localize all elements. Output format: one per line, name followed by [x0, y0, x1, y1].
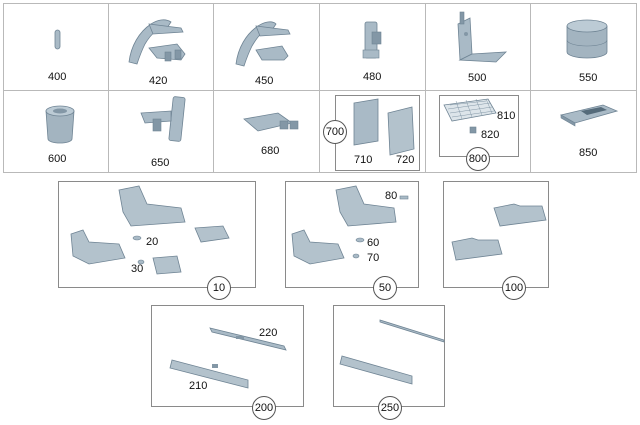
part-550-cell[interactable]: 550: [530, 3, 637, 91]
sill-plate-set-icon: [339, 319, 445, 385]
part-label: 420: [149, 75, 168, 87]
part-850-cell[interactable]: 850: [530, 90, 637, 173]
part-label: 220: [259, 327, 278, 339]
part-400-cell[interactable]: 400: [3, 3, 109, 91]
tray-icon: [559, 104, 619, 127]
round-container-icon: [566, 19, 608, 59]
part-680-cell[interactable]: 680: [213, 90, 320, 173]
part-600-cell[interactable]: 600: [3, 90, 109, 173]
phone-holder-icon: [140, 96, 186, 142]
part-label: 30: [131, 263, 144, 275]
group-100-cell[interactable]: 100: [443, 181, 549, 300]
cylinder-pin-icon: [54, 29, 61, 50]
part-label: 450: [255, 75, 274, 87]
part-label: 550: [579, 72, 598, 84]
part-label: 500: [468, 72, 487, 84]
part-label: 850: [579, 147, 598, 159]
part-label: 210: [189, 380, 208, 392]
rear-mat-set-icon: [451, 203, 547, 261]
floor-mat-set-icon: [291, 185, 409, 265]
part-label: 480: [363, 71, 382, 83]
part-label: 820: [481, 129, 500, 141]
part-650-cell[interactable]: 650: [108, 90, 214, 173]
part-label: 720: [396, 154, 415, 166]
group-10-number: 10: [207, 276, 231, 300]
angle-bracket-icon: [457, 11, 508, 63]
part-label: 80: [385, 190, 398, 202]
armrest-bracket-icon: [128, 19, 186, 65]
sill-plate-set-icon: [169, 327, 287, 389]
group-200-number: 200: [252, 396, 276, 420]
group-200-cell[interactable]: 200 220 210: [151, 305, 304, 420]
cup-holder-icon: [45, 105, 75, 144]
part-label: 810: [497, 110, 516, 122]
part-label: 600: [48, 153, 67, 165]
part-420-cell[interactable]: 420: [108, 3, 214, 91]
group-10-cell[interactable]: 10 20 30: [58, 181, 256, 300]
floor-mat-set-icon: [70, 185, 230, 275]
part-label: 710: [354, 154, 373, 166]
group-100-number: 100: [502, 276, 526, 300]
storage-net-icon: [443, 98, 497, 134]
group-700-cell[interactable]: 700 710 720: [319, 90, 426, 173]
group-800-number: 800: [466, 147, 490, 171]
part-450-cell[interactable]: 450: [213, 3, 320, 91]
part-label: 60: [367, 237, 380, 249]
part-label: 70: [367, 252, 380, 264]
armrest-bracket-small-icon: [235, 21, 291, 67]
part-label: 650: [151, 157, 170, 169]
group-700-number: 700: [323, 120, 347, 144]
group-50-number: 50: [373, 276, 397, 300]
part-label: 680: [261, 145, 280, 157]
part-500-cell[interactable]: 500: [425, 3, 531, 91]
group-250-number: 250: [378, 396, 402, 420]
part-label: 20: [146, 236, 159, 248]
flat-panel-icon: [353, 98, 415, 156]
part-480-cell[interactable]: 480: [319, 3, 426, 91]
group-250-cell[interactable]: 250: [333, 305, 445, 420]
hinge-plate-icon: [243, 112, 299, 132]
clip-mount-icon: [362, 21, 382, 59]
group-50-cell[interactable]: 50 80 60 70: [285, 181, 419, 300]
part-label: 400: [48, 71, 67, 83]
group-800-cell[interactable]: 800 810 820: [425, 90, 531, 173]
